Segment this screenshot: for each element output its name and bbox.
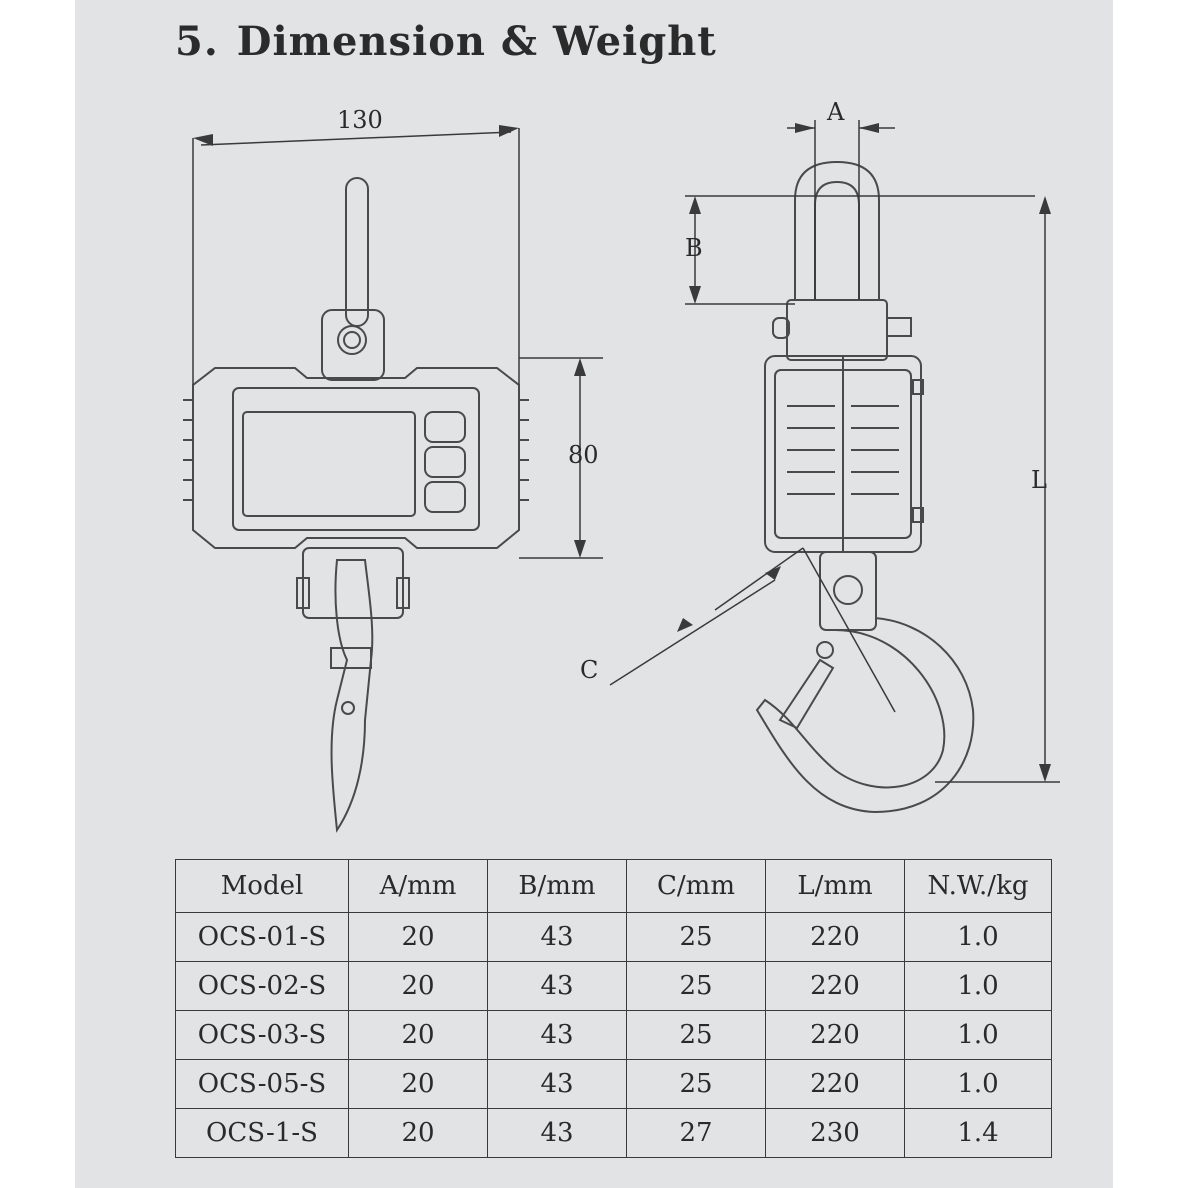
dimension-b-label: B xyxy=(685,234,703,262)
cell-a: 20 xyxy=(348,1010,488,1060)
header-c: C/mm xyxy=(626,859,766,913)
cell-model: OCS-02-S xyxy=(175,961,349,1011)
header-b: B/mm xyxy=(487,859,627,913)
cell-l: 220 xyxy=(765,961,905,1011)
cell-model: OCS-05-S xyxy=(175,1059,349,1109)
header-l: L/mm xyxy=(765,859,905,913)
dimension-l-label: L xyxy=(1031,466,1047,494)
scale-front-view xyxy=(183,177,529,833)
cell-c: 25 xyxy=(626,1059,766,1109)
table-row: OCS-02-S 20 43 25 220 1.0 xyxy=(175,961,1052,1011)
cell-l: 230 xyxy=(765,1108,905,1158)
section-number: 5. xyxy=(175,18,219,65)
cell-a: 20 xyxy=(348,1108,488,1158)
cell-c: 25 xyxy=(626,1010,766,1060)
section-title: Dimension & Weight xyxy=(236,18,717,65)
section-heading: 5. Dimension & Weight xyxy=(175,18,717,65)
cell-a: 20 xyxy=(348,1059,488,1109)
width-dimension-label: 130 xyxy=(337,106,383,134)
dimension-c-label: C xyxy=(580,656,598,684)
cell-b: 43 xyxy=(487,912,627,962)
cell-net-weight: 1.0 xyxy=(904,1059,1052,1109)
spec-table: Model A/mm B/mm C/mm L/mm N.W./kg OCS-01… xyxy=(175,859,1052,1158)
table-row: OCS-03-S 20 43 25 220 1.0 xyxy=(175,1010,1052,1060)
cell-a: 20 xyxy=(348,912,488,962)
cell-c: 27 xyxy=(626,1108,766,1158)
manual-page: 5. Dimension & Weight xyxy=(75,0,1113,1188)
table-row: OCS-1-S 20 43 27 230 1.4 xyxy=(175,1108,1052,1158)
cell-model: OCS-1-S xyxy=(175,1108,349,1158)
dimension-a-label: A xyxy=(826,98,845,126)
scale-side-view xyxy=(755,160,975,814)
cell-net-weight: 1.4 xyxy=(904,1108,1052,1158)
cell-net-weight: 1.0 xyxy=(904,961,1052,1011)
header-model: Model xyxy=(175,859,349,913)
table-row: OCS-01-S 20 43 25 220 1.0 xyxy=(175,912,1052,962)
cell-l: 220 xyxy=(765,912,905,962)
cell-l: 220 xyxy=(765,1059,905,1109)
table-row: OCS-05-S 20 43 25 220 1.0 xyxy=(175,1059,1052,1109)
height-dimension-label: 80 xyxy=(568,441,599,469)
cell-a: 20 xyxy=(348,961,488,1011)
table-header-row: Model A/mm B/mm C/mm L/mm N.W./kg xyxy=(175,859,1052,913)
cell-net-weight: 1.0 xyxy=(904,912,1052,962)
cell-model: OCS-03-S xyxy=(175,1010,349,1060)
cell-c: 25 xyxy=(626,961,766,1011)
cell-model: OCS-01-S xyxy=(175,912,349,962)
header-net-weight: N.W./kg xyxy=(904,859,1052,913)
cell-l: 220 xyxy=(765,1010,905,1060)
header-a: A/mm xyxy=(348,859,488,913)
cell-b: 43 xyxy=(487,1059,627,1109)
cell-b: 43 xyxy=(487,1108,627,1158)
cell-c: 25 xyxy=(626,912,766,962)
cell-b: 43 xyxy=(487,961,627,1011)
dimension-drawing: 130 80 A B C L xyxy=(183,98,1060,833)
cell-net-weight: 1.0 xyxy=(904,1010,1052,1060)
cell-b: 43 xyxy=(487,1010,627,1060)
